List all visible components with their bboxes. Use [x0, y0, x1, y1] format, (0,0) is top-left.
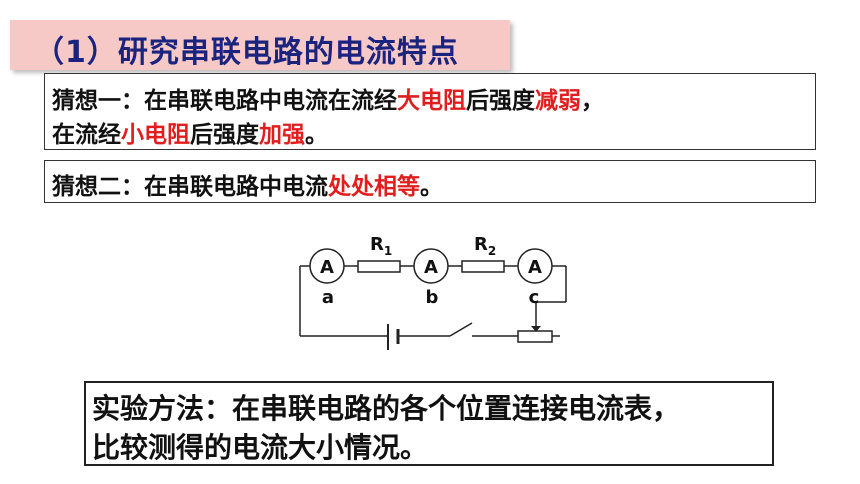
method-box: [84, 381, 774, 466]
label-point-c: c: [529, 287, 540, 308]
title-banner: [10, 20, 510, 70]
circuit-diagram: A A A R1 R2 a b c: [299, 234, 567, 350]
ammeter-a: A: [309, 248, 345, 284]
ammeter-b: A: [413, 248, 449, 284]
label-point-b: b: [426, 287, 439, 308]
ammeter-b-label: A: [424, 257, 438, 278]
rheostat: [517, 330, 553, 343]
label-r2-sub: 2: [488, 244, 496, 258]
label-r1-sub: 1: [384, 244, 392, 258]
h2-red: 处处相等: [328, 174, 420, 200]
h2-prefix: 猜想二：在串联电路中电流: [52, 174, 328, 200]
h1-l2-red-2: 加强: [259, 122, 305, 148]
hypothesis-one-line-2: 在流经小电阻后强度加强。: [52, 115, 328, 149]
h1-l2-mid: 后强度: [190, 122, 259, 148]
h1-l2-end: 。: [305, 122, 328, 148]
hypothesis-two-line: 猜想二：在串联电路中电流处处相等。: [52, 167, 443, 201]
h1-l1-prefix: 猜想一：在串联电路中电流在流经: [52, 88, 397, 114]
hypothesis-one-box: [44, 73, 816, 150]
ammeter-a-label: A: [320, 257, 334, 278]
ammeter-c: A: [517, 248, 553, 284]
h1-l1-mid: 后强度: [466, 88, 535, 114]
battery: [387, 324, 400, 350]
ammeter-c-label: A: [528, 257, 542, 278]
h1-l1-end: ，: [581, 88, 604, 114]
label-r2: R2: [474, 234, 496, 258]
label-r1: R1: [370, 234, 392, 258]
resistor-r2: [461, 260, 505, 273]
circuit-wires: [299, 265, 567, 337]
h1-l1-red-1: 大电阻: [397, 88, 466, 114]
method-line-1: 实验方法：在串联电路的各个位置连接电流表，: [92, 392, 681, 425]
label-r2-main: R: [474, 234, 488, 255]
h2-end: 。: [420, 174, 443, 200]
resistor-r1: [357, 260, 401, 273]
h1-l2-red-1: 小电阻: [121, 122, 190, 148]
label-r1-main: R: [370, 234, 384, 255]
page-title: （1）研究串联电路的电流特点: [34, 35, 459, 70]
h1-l2-prefix: 在流经: [52, 122, 121, 148]
hypothesis-one-line-1: 猜想一：在串联电路中电流在流经大电阻后强度减弱，: [52, 81, 604, 115]
method-line-2: 比较测得的电流大小情况。: [92, 431, 429, 464]
label-point-a: a: [322, 287, 334, 308]
hypothesis-two-box: [44, 160, 816, 203]
rheostat-slider-arrow: [531, 326, 541, 332]
h1-l1-red-2: 减弱: [535, 88, 581, 114]
